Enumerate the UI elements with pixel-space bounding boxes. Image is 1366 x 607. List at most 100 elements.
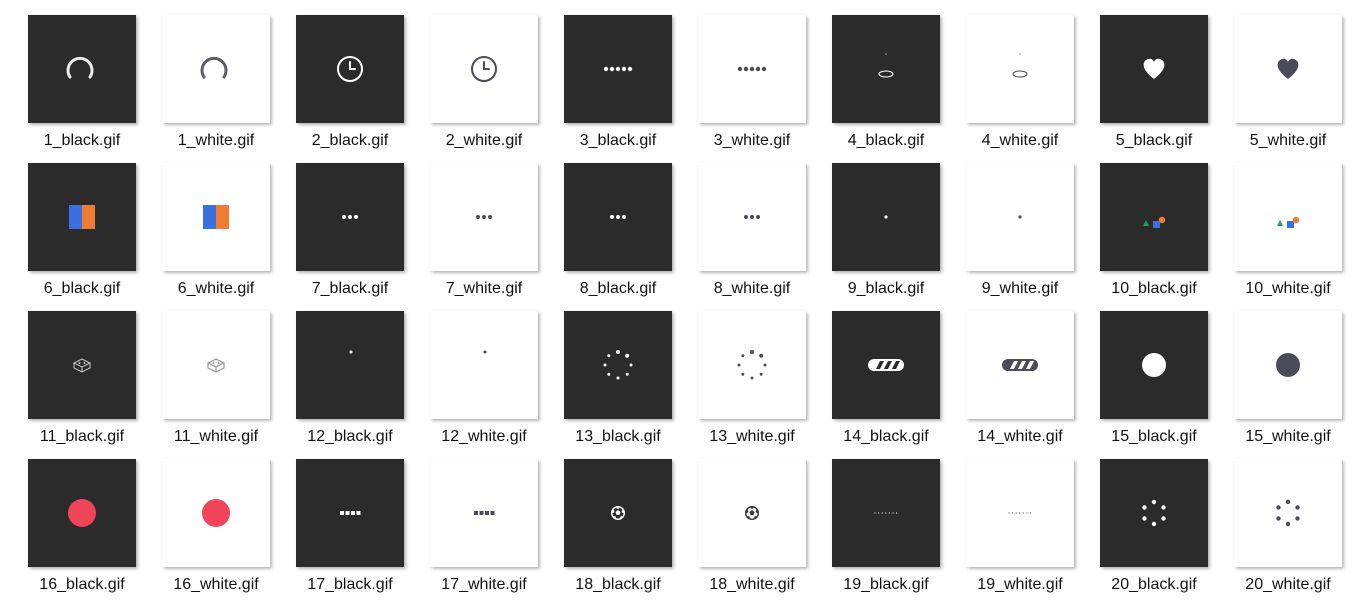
file-thumbnail[interactable]: [430, 163, 538, 271]
file-item[interactable]: 16_black.gif: [28, 459, 162, 607]
file-name[interactable]: 9_black.gif: [847, 280, 925, 297]
file-name[interactable]: 10_white.gif: [1245, 280, 1331, 297]
file-name[interactable]: 13_white.gif: [709, 428, 795, 445]
file-item[interactable]: 7_black.gif: [296, 163, 430, 311]
file-name[interactable]: 1_black.gif: [43, 132, 121, 149]
file-name[interactable]: 17_white.gif: [441, 576, 527, 593]
file-name[interactable]: 6_white.gif: [177, 280, 255, 297]
file-thumbnail[interactable]: [698, 15, 806, 123]
file-item[interactable]: 18_white.gif: [698, 459, 832, 607]
file-item[interactable]: 11_black.gif: [28, 311, 162, 459]
file-thumbnail[interactable]: [1234, 15, 1342, 123]
file-name[interactable]: 9_white.gif: [981, 280, 1059, 297]
file-name[interactable]: 2_black.gif: [311, 132, 389, 149]
file-item[interactable]: 19_black.gif: [832, 459, 966, 607]
file-name[interactable]: 19_black.gif: [843, 576, 929, 593]
file-item[interactable]: 11_white.gif: [162, 311, 296, 459]
file-thumbnail[interactable]: [430, 459, 538, 567]
file-thumbnail[interactable]: [832, 311, 940, 419]
file-item[interactable]: 6_black.gif: [28, 163, 162, 311]
file-name[interactable]: 10_black.gif: [1111, 280, 1197, 297]
file-item[interactable]: 19_white.gif: [966, 459, 1100, 607]
file-item[interactable]: 12_black.gif: [296, 311, 430, 459]
file-name[interactable]: 7_black.gif: [311, 280, 389, 297]
file-thumbnail[interactable]: [28, 163, 136, 271]
file-name[interactable]: 4_white.gif: [981, 132, 1059, 149]
file-thumbnail[interactable]: [162, 15, 270, 123]
file-name[interactable]: 2_white.gif: [445, 132, 523, 149]
file-thumbnail[interactable]: [698, 459, 806, 567]
file-thumbnail[interactable]: [162, 459, 270, 567]
file-item[interactable]: 5_white.gif: [1234, 15, 1366, 163]
file-item[interactable]: 14_white.gif: [966, 311, 1100, 459]
file-thumbnail[interactable]: [698, 311, 806, 419]
file-thumbnail[interactable]: [966, 459, 1074, 567]
file-item[interactable]: 12_white.gif: [430, 311, 564, 459]
file-thumbnail[interactable]: [564, 163, 672, 271]
file-thumbnail[interactable]: [162, 311, 270, 419]
file-thumbnail[interactable]: [430, 15, 538, 123]
file-thumbnail[interactable]: [832, 459, 940, 567]
file-name[interactable]: 11_black.gif: [39, 428, 125, 445]
file-name[interactable]: 17_black.gif: [307, 576, 393, 593]
file-item[interactable]: 4_black.gif: [832, 15, 966, 163]
file-item[interactable]: 20_black.gif: [1100, 459, 1234, 607]
file-name[interactable]: 5_white.gif: [1249, 132, 1327, 149]
file-name[interactable]: 12_black.gif: [307, 428, 393, 445]
file-name[interactable]: 16_white.gif: [173, 576, 259, 593]
file-name[interactable]: 3_black.gif: [579, 132, 657, 149]
file-name[interactable]: 20_white.gif: [1245, 576, 1331, 593]
file-item[interactable]: 7_white.gif: [430, 163, 564, 311]
file-item[interactable]: 16_white.gif: [162, 459, 296, 607]
file-item[interactable]: 3_black.gif: [564, 15, 698, 163]
file-item[interactable]: 8_black.gif: [564, 163, 698, 311]
file-name[interactable]: 8_black.gif: [579, 280, 657, 297]
file-item[interactable]: 2_black.gif: [296, 15, 430, 163]
file-name[interactable]: 1_white.gif: [177, 132, 255, 149]
file-item[interactable]: 1_black.gif: [28, 15, 162, 163]
file-name[interactable]: 11_white.gif: [173, 428, 259, 445]
file-item[interactable]: 18_black.gif: [564, 459, 698, 607]
file-thumbnail[interactable]: [296, 163, 404, 271]
file-name[interactable]: 5_black.gif: [1115, 132, 1193, 149]
file-thumbnail[interactable]: [162, 163, 270, 271]
file-item[interactable]: 14_black.gif: [832, 311, 966, 459]
file-item[interactable]: 17_white.gif: [430, 459, 564, 607]
file-item[interactable]: 8_white.gif: [698, 163, 832, 311]
file-thumbnail[interactable]: [296, 459, 404, 567]
file-thumbnail[interactable]: [296, 311, 404, 419]
file-item[interactable]: 6_white.gif: [162, 163, 296, 311]
file-item[interactable]: 1_white.gif: [162, 15, 296, 163]
file-name[interactable]: 3_white.gif: [713, 132, 791, 149]
file-thumbnail[interactable]: [28, 459, 136, 567]
file-item[interactable]: 9_white.gif: [966, 163, 1100, 311]
file-name[interactable]: 19_white.gif: [977, 576, 1063, 593]
file-thumbnail[interactable]: [1100, 163, 1208, 271]
file-thumbnail[interactable]: [28, 311, 136, 419]
file-name[interactable]: 13_black.gif: [575, 428, 661, 445]
file-item[interactable]: 3_white.gif: [698, 15, 832, 163]
file-name[interactable]: 8_white.gif: [713, 280, 791, 297]
file-name[interactable]: 12_white.gif: [441, 428, 527, 445]
file-name[interactable]: 16_black.gif: [39, 576, 125, 593]
file-name[interactable]: 14_black.gif: [843, 428, 929, 445]
file-thumbnail[interactable]: [966, 311, 1074, 419]
file-thumbnail[interactable]: [1100, 15, 1208, 123]
file-item[interactable]: 15_white.gif: [1234, 311, 1366, 459]
file-item[interactable]: 4_white.gif: [966, 15, 1100, 163]
file-item[interactable]: 15_black.gif: [1100, 311, 1234, 459]
file-name[interactable]: 15_black.gif: [1111, 428, 1197, 445]
file-name[interactable]: 18_white.gif: [709, 576, 795, 593]
file-item[interactable]: 13_white.gif: [698, 311, 832, 459]
file-thumbnail[interactable]: [564, 459, 672, 567]
file-item[interactable]: 13_black.gif: [564, 311, 698, 459]
file-thumbnail[interactable]: [28, 15, 136, 123]
file-name[interactable]: 6_black.gif: [43, 280, 121, 297]
file-thumbnail[interactable]: [832, 15, 940, 123]
file-thumbnail[interactable]: [698, 163, 806, 271]
file-thumbnail[interactable]: [564, 15, 672, 123]
file-name[interactable]: 15_white.gif: [1245, 428, 1331, 445]
file-thumbnail[interactable]: [1234, 311, 1342, 419]
file-thumbnail[interactable]: [1234, 163, 1342, 271]
file-name[interactable]: 20_black.gif: [1111, 576, 1197, 593]
